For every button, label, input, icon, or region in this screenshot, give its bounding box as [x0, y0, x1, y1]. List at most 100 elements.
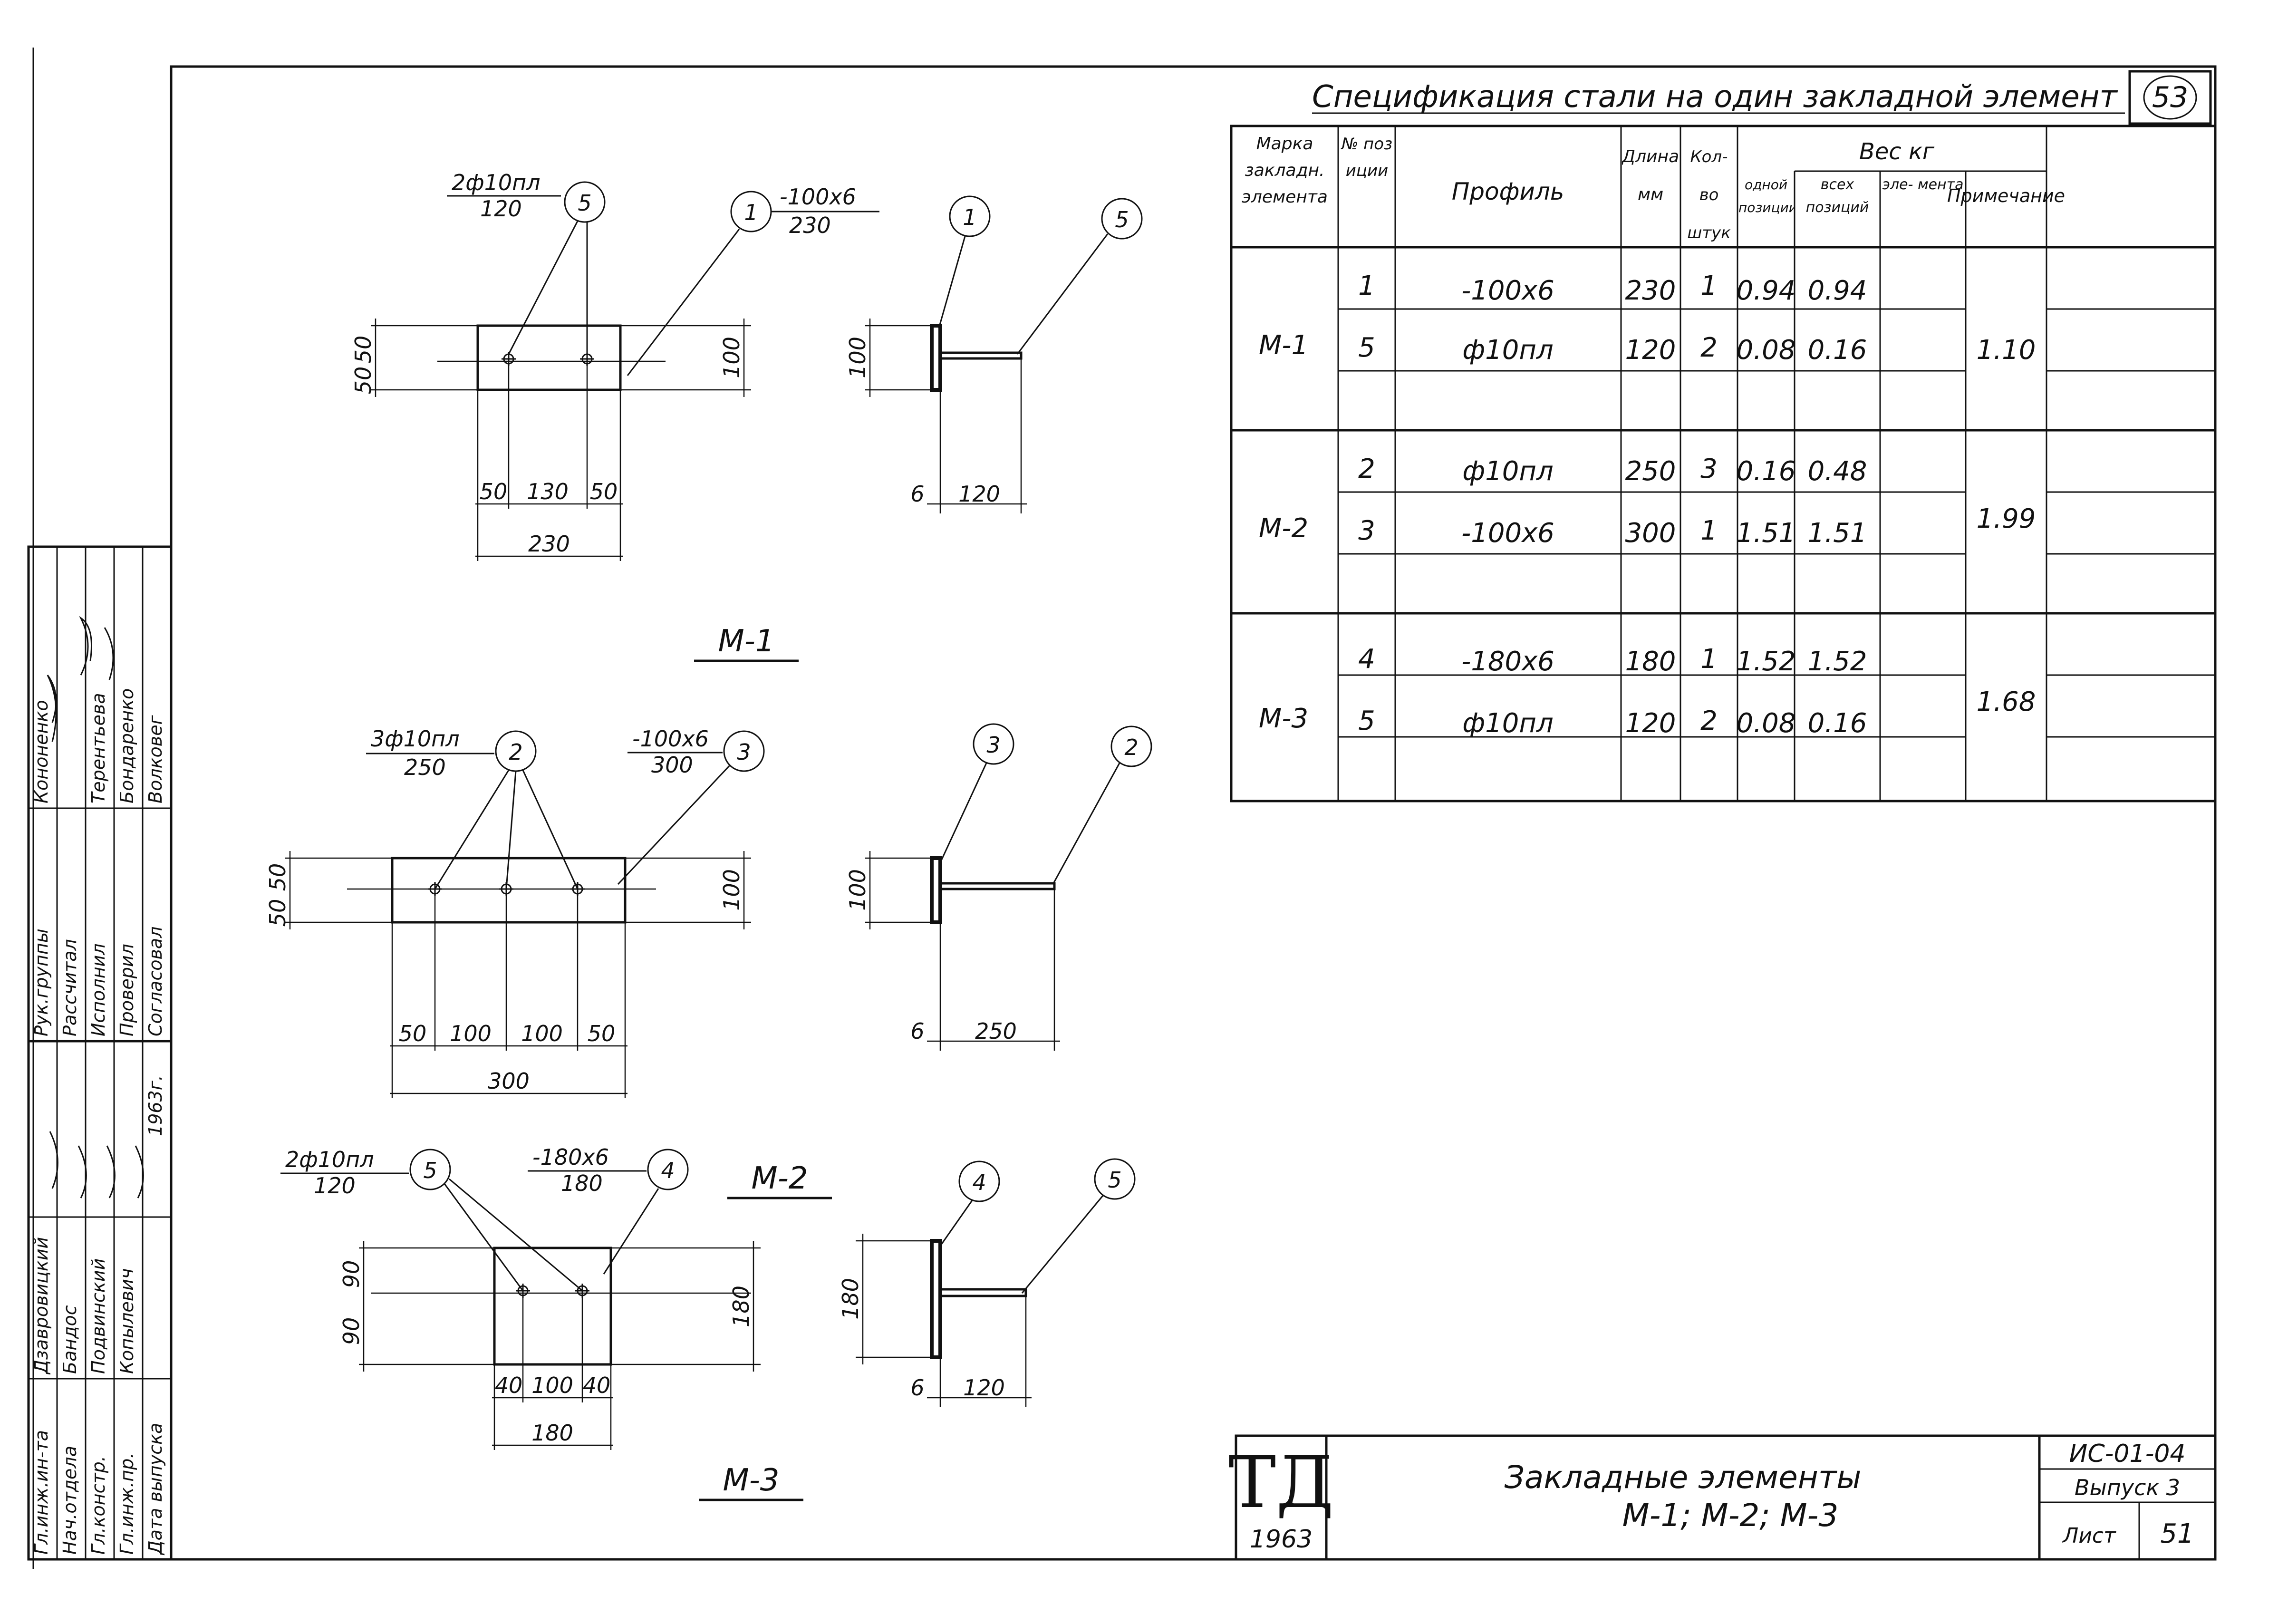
w-one-cell: 0.08 [1737, 335, 1796, 366]
dim-label: 100 [845, 337, 870, 378]
position-marker [564, 181, 606, 223]
dim-label: 50 [265, 899, 290, 927]
profile-cell: -100х6 [1461, 518, 1554, 549]
drawing-m1: 2ф10пл 120 5 1 -100х6 230 50 50 100 50 1… [350, 170, 1143, 662]
position-number: 3 [737, 739, 751, 765]
pos-cell: 5 [1358, 706, 1375, 736]
pos-cell: 2 [1358, 454, 1375, 484]
header-mark: Марка закладн. элемента [1242, 134, 1328, 207]
caption-m2: М-2 [751, 1161, 808, 1196]
qty-cell: 1 [1700, 515, 1718, 546]
leader-label: 3ф10пл [371, 726, 460, 752]
side-stamp: Гл.инж.ин-та Нач.отдела Гл.констр. Гл.ин… [27, 48, 173, 1569]
issue-label: Выпуск 3 [2075, 1475, 2180, 1500]
w-all-cell: 0.48 [1808, 456, 1867, 487]
logo-year: 1963 [1250, 1525, 1313, 1554]
w-all-cell: 0.16 [1808, 708, 1867, 739]
plate-side [930, 856, 942, 924]
dim-label: 50 [480, 479, 508, 504]
position-marker [949, 195, 991, 237]
position-number: 2 [1124, 735, 1138, 760]
signature-scribble [49, 1131, 144, 1199]
dim-label: 100 [531, 1373, 573, 1398]
dim-label: 130 [527, 479, 569, 504]
leader-label: 300 [651, 752, 693, 778]
leader-label: 230 [789, 213, 831, 238]
w-all-cell: 1.52 [1808, 646, 1867, 677]
plate-plan [391, 857, 627, 924]
position-number: 1 [744, 200, 758, 225]
position-number: 3 [986, 732, 1000, 758]
plate-plan [476, 324, 622, 391]
stamp-role: Гл.инж.пр. [116, 1453, 137, 1555]
w-one-cell: 0.16 [1737, 456, 1796, 487]
dim-label: 6 [910, 1018, 924, 1044]
qty-cell: 2 [1700, 706, 1718, 736]
stamp-date: 1963г. [145, 1075, 166, 1136]
mark-m3: М-3 [1259, 703, 1308, 734]
plate-plan [493, 1247, 612, 1366]
element-weight-cell: 1.99 [1977, 503, 2036, 534]
dim-label: 100 [521, 1021, 563, 1046]
header-length: Длина мм [1622, 147, 1679, 204]
header-weight-el: эле- мента [1882, 176, 1964, 193]
stamp-role2: Согласовал [145, 927, 166, 1036]
header-weight-all: всех позиций [1805, 176, 1869, 216]
qty-cell: 3 [1700, 454, 1718, 484]
dim-label: 180 [838, 1278, 863, 1320]
header-pos: № позиции [1341, 135, 1393, 180]
position-marker [1094, 1158, 1136, 1200]
header-profile: Профиль [1452, 178, 1564, 205]
sheet-number: 51 [2160, 1518, 2194, 1549]
stamp-name2: Кононенко [31, 700, 52, 803]
leader-label: 250 [404, 754, 446, 780]
drawing-m3: 2ф10пл 120 5 -180х6 180 4 90 90 180 40 1… [280, 1144, 1136, 1501]
w-all-cell: 0.94 [1808, 275, 1867, 306]
caption-m1: М-1 [718, 624, 774, 659]
header-note: Примечание [1947, 185, 2065, 206]
profile-cell: ф10пл [1462, 456, 1554, 487]
page-number-box [2128, 70, 2212, 125]
dim-label: 6 [910, 481, 924, 507]
length-cell: 250 [1625, 456, 1676, 487]
leader-label: 120 [480, 196, 522, 222]
dim-label: 100 [719, 337, 744, 378]
dim-label: 40 [583, 1373, 611, 1398]
position-number: 1 [963, 204, 976, 230]
dim-label: 120 [958, 481, 1000, 507]
header-weight: Вес кг [1859, 138, 1935, 165]
dim-label: 180 [728, 1286, 754, 1327]
drawing-m2: 3ф10пл 250 2 -100х6 300 3 50 50 100 50 1… [265, 723, 1152, 1199]
pos-cell: 3 [1358, 515, 1375, 546]
dim-label: 100 [450, 1021, 492, 1046]
leader-label: 180 [561, 1170, 603, 1196]
dim-total: 230 [528, 531, 570, 557]
dim-label: 100 [845, 869, 870, 911]
w-all-cell: 1.51 [1808, 518, 1867, 549]
dim-label: 40 [495, 1373, 523, 1398]
length-cell: 300 [1625, 518, 1676, 549]
length-cell: 120 [1625, 708, 1676, 739]
stamp-name2: Бондаренко [116, 688, 137, 803]
position-number: 4 [972, 1170, 986, 1195]
profile-cell: ф10пл [1462, 708, 1554, 739]
profile-cell: ф10пл [1462, 335, 1554, 366]
mark-m1: М-1 [1259, 330, 1308, 361]
stamp-role2: Исполнил [88, 943, 109, 1036]
caption-m3: М-3 [723, 1463, 779, 1498]
pos-cell: 4 [1358, 644, 1375, 675]
leader-label: 2ф10пл [285, 1147, 374, 1172]
header-qty: Кол-во штук [1687, 147, 1731, 242]
qty-cell: 2 [1700, 332, 1718, 363]
stamp-name: Бандос [59, 1305, 80, 1374]
stamp-name: Подвинский [88, 1258, 109, 1374]
dim-label: 100 [719, 869, 744, 911]
position-number: 5 [578, 190, 591, 216]
w-one-cell: 0.08 [1737, 708, 1796, 739]
drawing-title-marks: М-1; М-2; М-3 [1622, 1497, 1839, 1534]
element-weight-cell: 1.68 [1977, 686, 2036, 717]
stamp-name: Копылевич [116, 1268, 137, 1374]
dim-label: 120 [963, 1375, 1005, 1401]
position-number: 4 [661, 1158, 675, 1183]
